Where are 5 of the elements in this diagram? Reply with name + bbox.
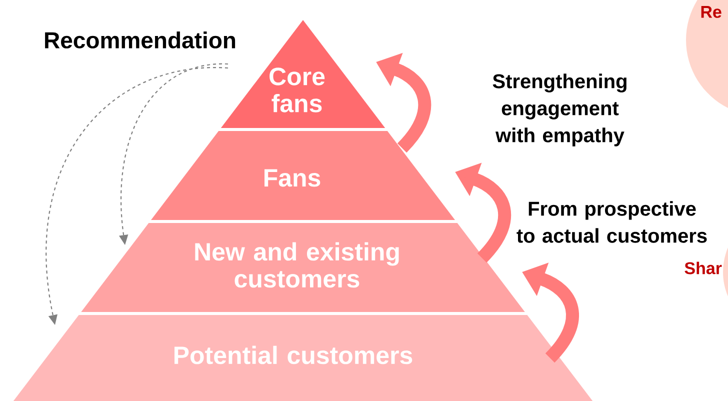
annotation-text: Strengthening engagement with empathy bbox=[492, 74, 626, 146]
pyramid-layer: Fans bbox=[151, 131, 455, 220]
circle-badge: Re bbox=[686, 0, 728, 116]
node-label: Shar bbox=[684, 262, 722, 274]
pyramid-layer: Potential customers bbox=[13, 314, 593, 401]
